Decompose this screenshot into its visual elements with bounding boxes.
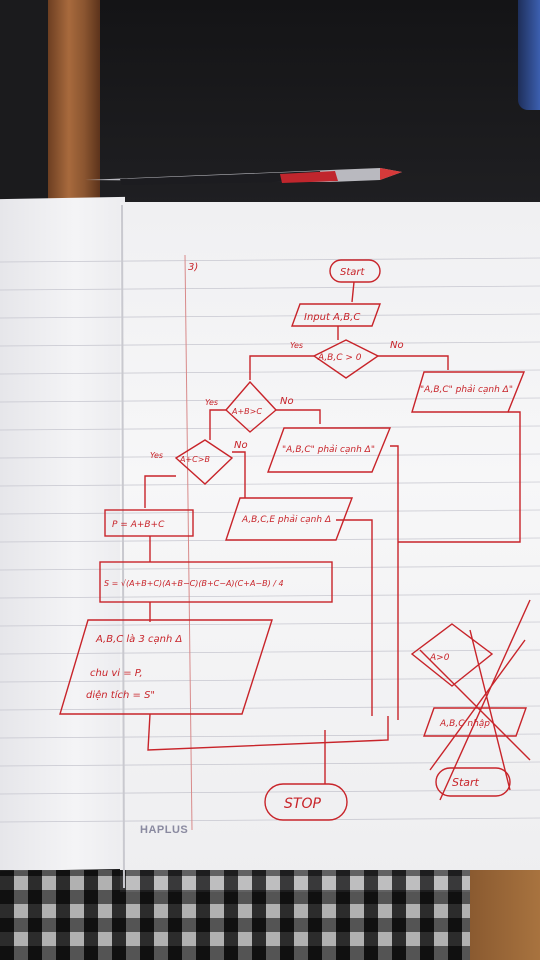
perimeter-label: P = A+B+C — [112, 520, 165, 530]
crossed-start-label: Start — [452, 776, 480, 789]
decision-abc-positive — [312, 339, 380, 379]
blue-object-edge — [518, 0, 540, 110]
decision-2-label: A+B>C — [231, 407, 262, 416]
decision-3-no: No — [234, 440, 248, 451]
output-not-triangle-2 — [267, 427, 392, 473]
start-label: Start — [340, 267, 366, 278]
decision-2-no: No — [280, 396, 294, 407]
crossed-cond-label: A>0 — [429, 653, 450, 663]
checkered-cloth — [0, 870, 540, 960]
start-terminal — [329, 259, 381, 283]
desk-surface — [470, 870, 540, 960]
output-result — [59, 619, 273, 715]
stop-label: STOP — [284, 796, 321, 812]
decision-1-yes: Yes — [290, 341, 303, 350]
input-parallelogram — [291, 303, 381, 327]
notebook-brand: HAPLUS — [140, 824, 189, 836]
output-not-triangle-3 — [225, 497, 354, 541]
crossed-input-label: A,B,C nhập — [439, 719, 490, 729]
ruled-lines — [0, 257, 540, 823]
result-line-3: diện tích = S" — [86, 689, 155, 701]
pen — [85, 168, 402, 185]
decision-2-yes: Yes — [205, 398, 218, 407]
notebook-right-page — [120, 202, 540, 892]
stop-terminal — [264, 783, 348, 821]
output-2-label: "A,B,C" phải cạnh Δ" — [282, 444, 375, 455]
output-3-label: A,B,C,E phải cạnh Δ — [241, 514, 331, 525]
wooden-desk-edge — [48, 0, 100, 200]
notebook-spine — [121, 204, 125, 889]
decision-3-yes: Yes — [150, 451, 163, 460]
decision-3-label: A+C>B — [179, 455, 210, 464]
perimeter-process — [104, 509, 194, 537]
decision-ac-gt-b — [174, 439, 234, 485]
decision-1-label: A,B,C > 0 — [317, 353, 362, 363]
result-line-1: A,B,C là 3 cạnh Δ — [95, 633, 183, 645]
decision-1-no: No — [390, 340, 404, 351]
crossed-out-flowchart — [410, 599, 531, 801]
area-label: S = √(A+B+C)(A+B−C)(B+C−A)(C+A−B) / 4 — [104, 579, 284, 588]
decision-ab-gt-c — [225, 380, 278, 433]
output-1-label: "A,B,C" phải cạnh Δ" — [420, 384, 513, 395]
margin-line — [184, 254, 193, 831]
question-number: 3) — [188, 262, 198, 273]
result-line-2: chu vi = P, — [90, 668, 143, 679]
input-label: Input A,B,C — [304, 312, 360, 323]
area-process — [99, 561, 333, 603]
